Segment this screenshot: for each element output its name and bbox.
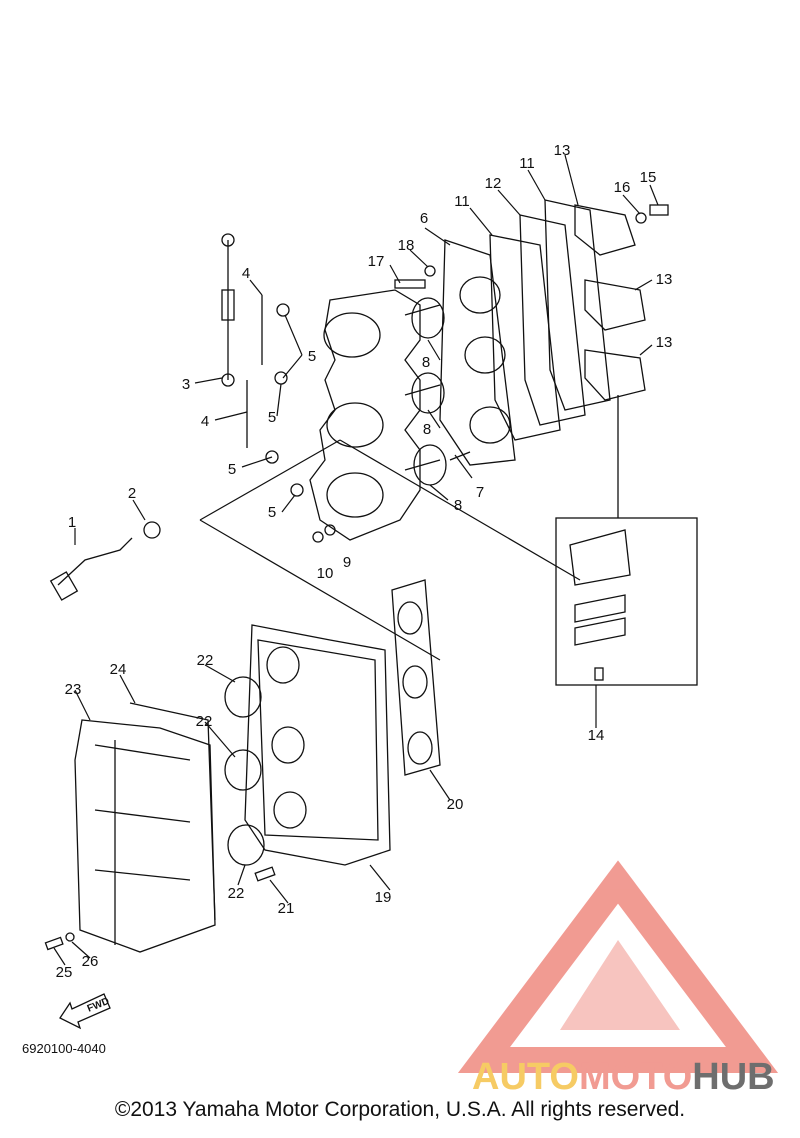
- label-part-13-b: 13: [656, 271, 673, 288]
- reed-valve-plate: [439, 239, 516, 466]
- diagram-code: 6920100-4040: [22, 1041, 106, 1056]
- label-part-5-b: 5: [268, 409, 276, 426]
- label-part-22-c: 22: [228, 885, 245, 902]
- label-part-4-lower: 4: [201, 413, 209, 430]
- label-part-8-c: 8: [454, 497, 462, 514]
- label-part-5-a: 5: [308, 348, 316, 365]
- brand-moto: MOTO: [579, 1056, 692, 1098]
- label-part-20: 20: [447, 796, 464, 813]
- silencer-gasket: [391, 579, 441, 776]
- label-part-22-b: 22: [196, 713, 213, 730]
- label-part-24: 24: [110, 661, 127, 678]
- brand-auto: AUTO: [472, 1056, 579, 1098]
- label-part-21: 21: [278, 900, 295, 917]
- leader-lines: [53, 154, 659, 966]
- reed-valve-assemblies: [574, 204, 646, 401]
- label-part-10: 10: [317, 565, 334, 582]
- svg-text:AUTOMOTOHUB: AUTOMOTOHUB: [472, 1056, 775, 1098]
- reed-gaskets: [489, 199, 611, 441]
- label-part-13-c: 13: [656, 334, 673, 351]
- intake-manifold-body: [309, 289, 441, 541]
- label-part-13-a: 13: [554, 142, 571, 159]
- label-part-9: 9: [343, 554, 351, 571]
- label-part-6: 6: [420, 210, 428, 227]
- label-part-22-a: 22: [197, 652, 214, 669]
- label-part-7: 7: [476, 484, 484, 501]
- label-part-12: 12: [485, 175, 502, 192]
- hose-clips: [265, 303, 304, 497]
- brand-hub: HUB: [692, 1056, 774, 1098]
- sensor-assembly: [49, 521, 161, 601]
- flame-arrester-screens: [224, 676, 265, 866]
- label-part-1: 1: [68, 514, 76, 531]
- label-part-8-b: 8: [423, 421, 431, 438]
- label-part-5-c: 5: [228, 461, 236, 478]
- label-part-19: 19: [375, 889, 392, 906]
- label-part-4-upper: 4: [242, 265, 250, 282]
- label-part-2: 2: [128, 485, 136, 502]
- label-part-18: 18: [398, 237, 415, 254]
- silencer-cover: [74, 702, 216, 953]
- hoses: [221, 233, 263, 448]
- forward-arrow-icon: FWD: [59, 993, 111, 1030]
- reed-valve-inset-box: [555, 395, 698, 686]
- label-part-17: 17: [368, 253, 385, 270]
- label-part-5-d: 5: [268, 504, 276, 521]
- nut-and-washer: [312, 524, 336, 543]
- copyright-notice: ©2013 Yamaha Motor Corporation, U.S.A. A…: [114, 1098, 686, 1121]
- label-part-26: 26: [82, 953, 99, 970]
- label-part-11-b: 11: [519, 155, 535, 172]
- cover-screws: [44, 866, 276, 951]
- label-part-3: 3: [182, 376, 190, 393]
- label-part-8-a: 8: [422, 354, 430, 371]
- label-part-16: 16: [614, 179, 631, 196]
- label-part-15: 15: [640, 169, 657, 186]
- label-part-23: 23: [65, 681, 82, 698]
- screws-and-washers: [394, 204, 669, 461]
- automotohub-logo: AUTOMOTOHUB: [457, 860, 779, 1098]
- label-part-25: 25: [56, 964, 73, 981]
- label-part-11-a: 11: [454, 193, 470, 210]
- label-part-14: 14: [588, 727, 605, 744]
- silencer-body: [244, 624, 391, 866]
